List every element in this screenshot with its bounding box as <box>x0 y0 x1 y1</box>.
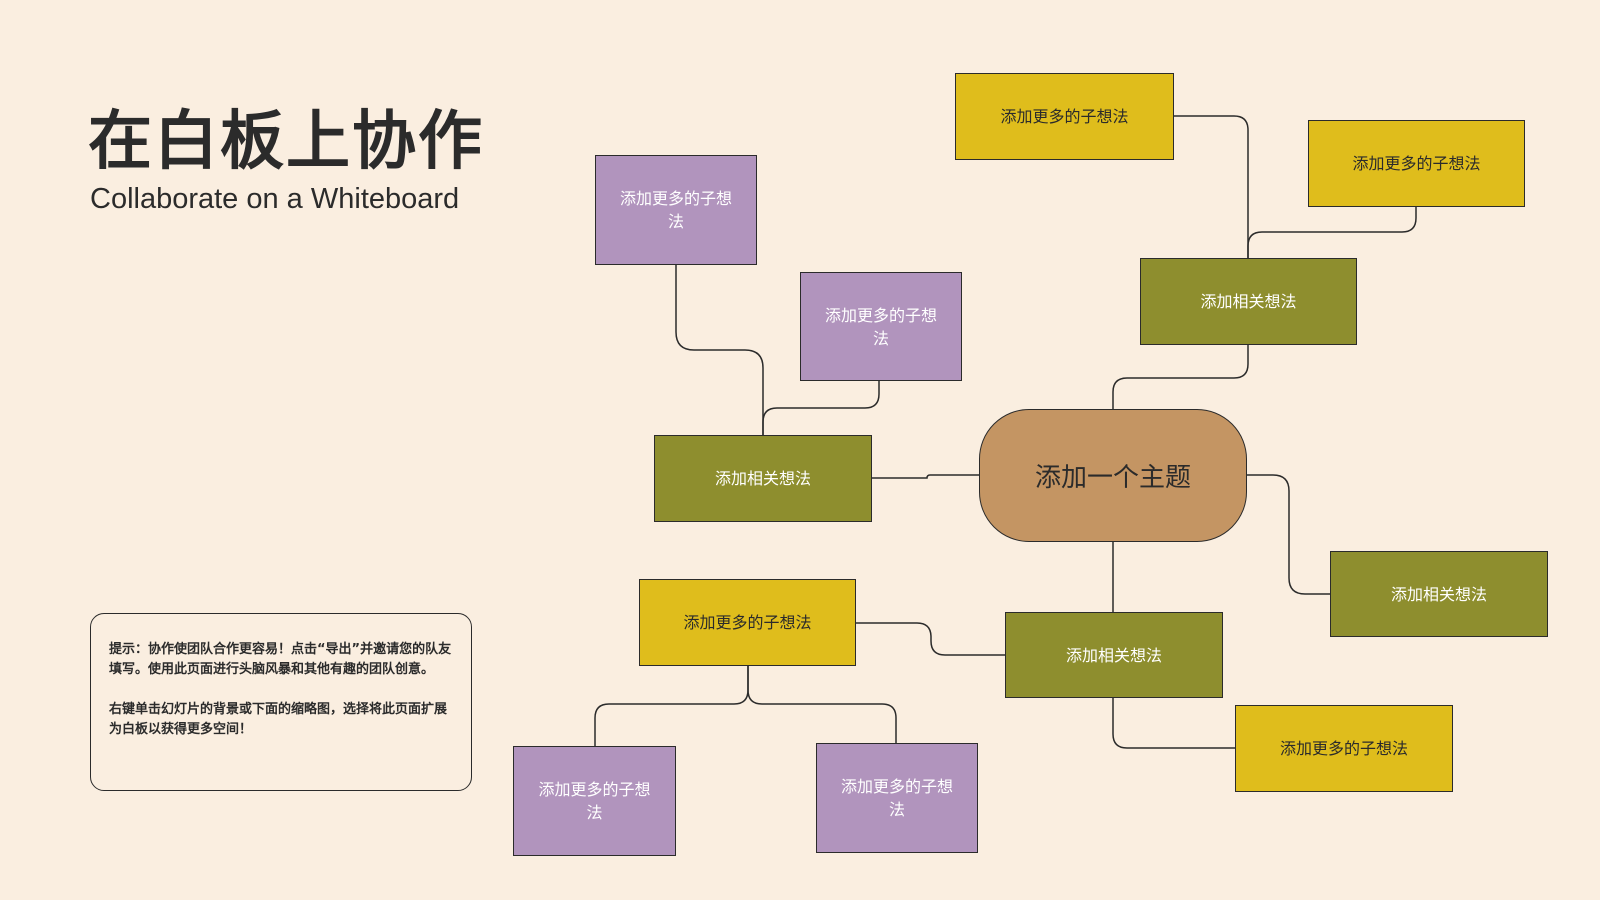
sub-idea-bottom-center[interactable]: 添加更多的子想法 <box>639 579 856 666</box>
connector-bottom-sub-right <box>1112 698 1235 749</box>
connector-bottom-sub-left <box>856 622 1005 656</box>
sub-idea-purple-upper-left[interactable]: 添加更多的子想法 <box>595 155 757 265</box>
related-idea-right[interactable]: 添加相关想法 <box>1330 551 1548 637</box>
sub-idea-bottom-right[interactable]: 添加更多的子想法 <box>1235 705 1453 792</box>
related-idea-bottom[interactable]: 添加相关想法 <box>1005 612 1223 698</box>
sub-idea-purple-lower-right[interactable]: 添加更多的子想法 <box>816 743 978 853</box>
related-idea-left[interactable]: 添加相关想法 <box>654 435 872 522</box>
sub-idea-purple-upper-middle[interactable]: 添加更多的子想法 <box>800 272 962 381</box>
connector-yellow-purple-left <box>594 666 749 746</box>
central-topic[interactable]: 添加一个主题 <box>979 409 1247 542</box>
sub-idea-purple-lower-left[interactable]: 添加更多的子想法 <box>513 746 676 856</box>
page-title: 在白板上协作 <box>88 105 484 179</box>
connector-topright-sub-1 <box>1174 115 1249 258</box>
connector-center-right <box>1247 474 1330 595</box>
connector-topright-sub-2 <box>1247 207 1417 258</box>
related-idea-top[interactable]: 添加相关想法 <box>1140 258 1357 345</box>
tip-paragraph-1: 提示：协作使团队合作更容易！点击“导出”并邀请您的队友填写。使用此页面进行头脑风… <box>109 642 452 677</box>
connector-yellow-purple-right <box>747 666 897 743</box>
tip-box: 提示：协作使团队合作更容易！点击“导出”并邀请您的队友填写。使用此页面进行头脑风… <box>90 613 472 791</box>
connector-left-sub-1 <box>675 265 764 435</box>
tip-paragraph-2: 右键单击幻灯片的背景或下面的缩略图，选择将此页面扩展为白板以获得更多空间！ <box>109 702 448 737</box>
page-subtitle: Collaborate on a Whiteboard <box>90 183 460 215</box>
sub-idea-top-left[interactable]: 添加更多的子想法 <box>955 73 1174 160</box>
connector-center-top <box>1112 345 1249 409</box>
connector-center-left <box>872 474 979 479</box>
connector-left-sub-2 <box>762 381 880 435</box>
sub-idea-top-right[interactable]: 添加更多的子想法 <box>1308 120 1525 207</box>
